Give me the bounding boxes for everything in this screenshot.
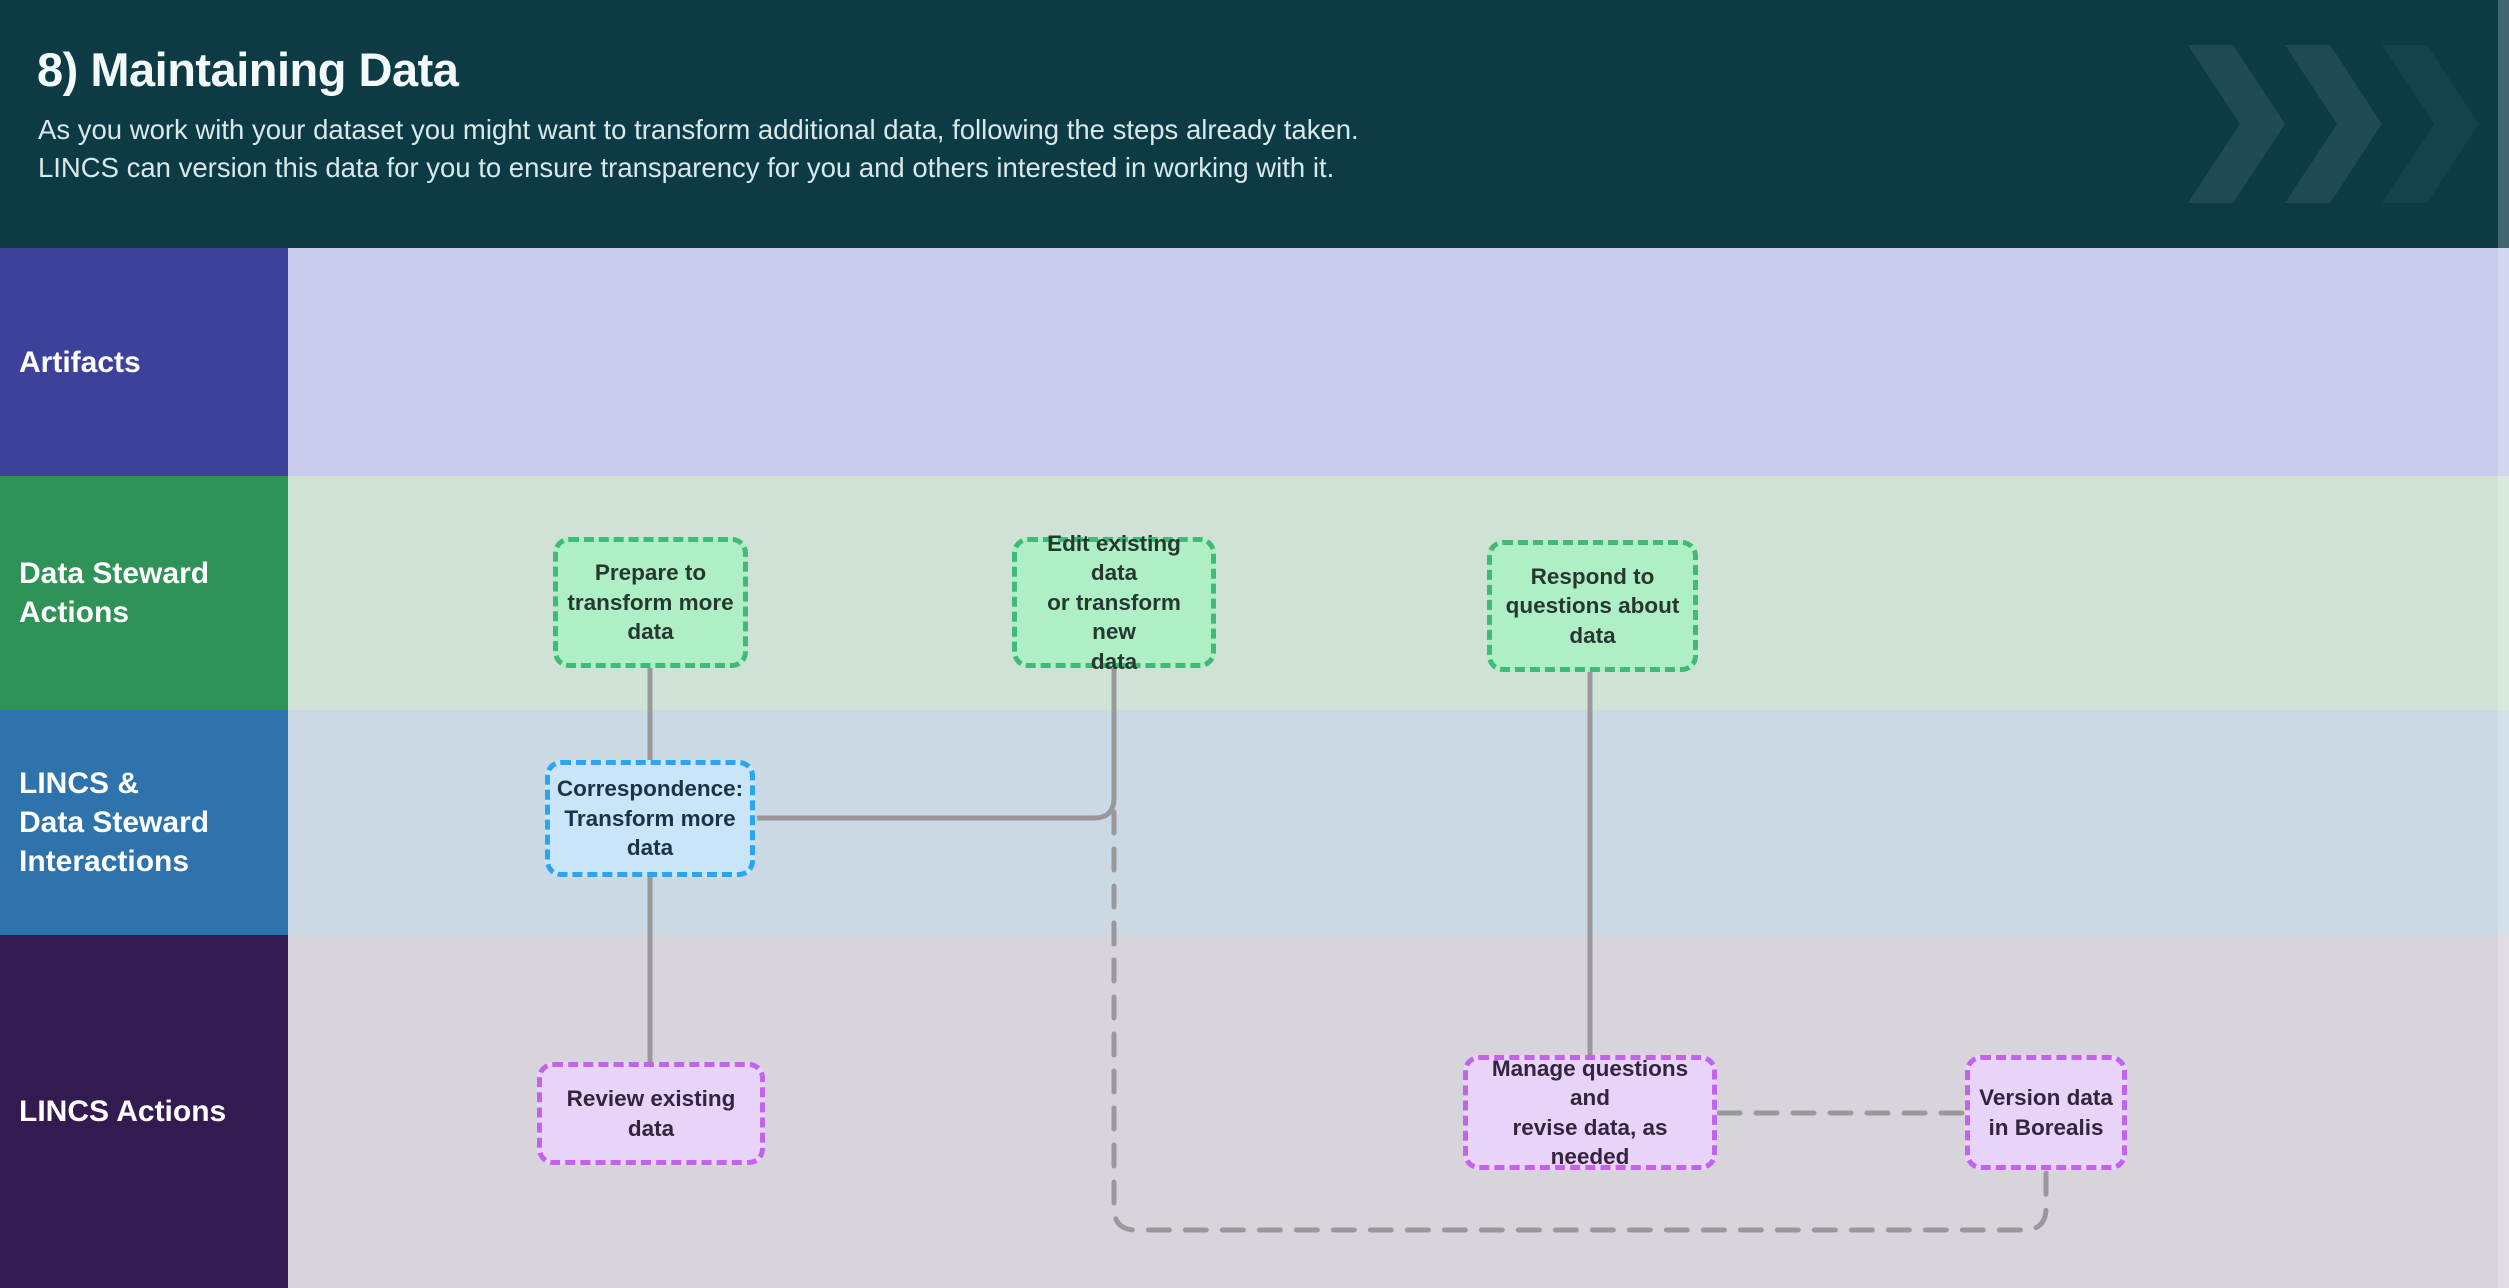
- chevron-right-icon: [2382, 45, 2479, 203]
- lane-label-artifacts: Artifacts: [0, 248, 288, 476]
- node-respond-to-questions-about-data: Respond to questions about data: [1487, 540, 1698, 672]
- node-label: Review existing data: [566, 1086, 736, 1141]
- node-prepare-to-transform-more-data: Prepare to transform more data: [553, 537, 748, 668]
- lane-label-lincs-actions: LINCS Actions: [0, 935, 288, 1288]
- page-description-line-2: LINCS can version this data for you to e…: [38, 152, 1335, 183]
- connector-edit-to-version: [1111, 809, 2049, 1233]
- right-edge-gutter: [2498, 0, 2509, 1288]
- lane-track-artifacts: [288, 248, 2509, 476]
- chevron-right-icon: [2285, 45, 2382, 203]
- lane-label-lincs-data-steward-interactions: LINCS & Data Steward Interactions: [0, 710, 288, 935]
- page-description-line-1: As you work with your dataset you might …: [38, 114, 1359, 145]
- node-manage-questions-revise-data: Manage questions and revise data, as nee…: [1463, 1055, 1717, 1170]
- lane-artifacts: Artifacts: [0, 248, 2509, 476]
- node-label: Edit existing data or transform new data: [1047, 530, 1181, 674]
- node-label: Version data in Borealis: [1979, 1085, 2113, 1140]
- triple-chevron-right-icon: [2188, 45, 2479, 203]
- node-label: Prepare to transform more data: [567, 560, 734, 645]
- lane-label-data-steward-actions: Data Steward Actions: [0, 476, 288, 710]
- node-label: Manage questions and revise data, as nee…: [1491, 1055, 1689, 1170]
- node-version-data-in-borealis: Version data in Borealis: [1965, 1055, 2127, 1170]
- page-header: 8) Maintaining Data As you work with you…: [0, 0, 2509, 248]
- lane-lincs-actions: LINCS Actions: [0, 935, 2509, 1288]
- node-correspondence-transform-more-data: Correspondence: Transform more data: [545, 760, 755, 877]
- node-label: Respond to questions about data: [1505, 563, 1680, 648]
- node-edit-existing-or-transform-new-data: Edit existing data or transform new data: [1012, 531, 1216, 674]
- chevron-right-icon: [2188, 45, 2285, 203]
- page-title: 8) Maintaining Data: [37, 43, 459, 96]
- node-review-existing-data: Review existing data: [537, 1062, 765, 1165]
- connector-correspondence-to-edit: [757, 668, 1117, 821]
- node-label: Correspondence: Transform more data: [556, 776, 744, 861]
